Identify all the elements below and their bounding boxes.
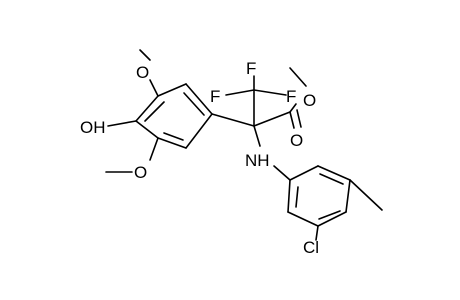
ester-carbonyl-oxygen-label: O [290,131,303,150]
methoxy-top-oxygen-label: O [136,63,149,82]
methyl-substituent [349,179,383,211]
methoxy-bottom: O [105,137,159,182]
fluorine-left-label: F [210,87,220,106]
amine-label: NH [245,151,270,170]
fluorine-right-label: F [286,87,296,106]
methoxy-bottom-oxygen-label: O [134,163,147,182]
hydroxyl-label: OH [80,118,106,137]
trifluoromethyl-group: F F F [210,59,296,106]
right-benzene-ring [287,165,351,227]
chloro-substituent: Cl [303,225,319,257]
ester-ether-oxygen-label: O [303,91,316,110]
hydroxyl-group: OH [80,118,137,137]
left-benzene-ring [135,83,213,149]
methyl-ester-group: O O [289,67,316,150]
chlorine-label: Cl [303,238,319,257]
quaternary-carbon-bonds [211,89,291,147]
amine-group: NH [245,151,291,181]
fluorine-top-label: F [246,59,256,78]
methoxy-top: O [136,49,159,97]
